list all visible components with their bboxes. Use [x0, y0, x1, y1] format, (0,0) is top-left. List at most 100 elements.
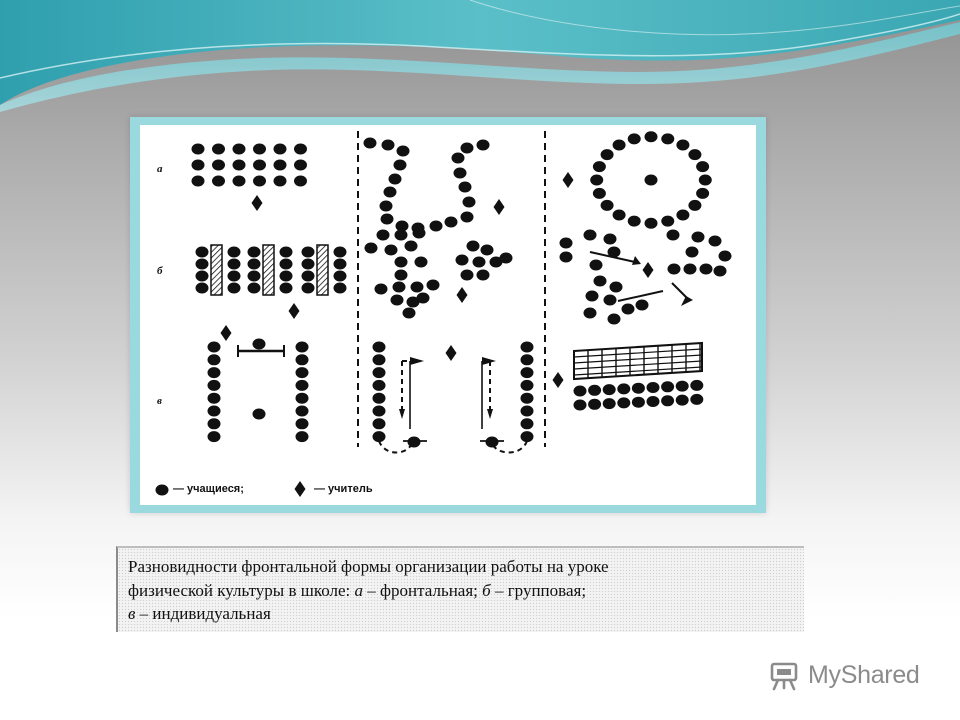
watermark-text: MyShared — [808, 660, 920, 689]
student-dot — [207, 431, 221, 443]
student-dot — [191, 143, 205, 155]
student-dot — [691, 231, 705, 243]
student-dot — [390, 294, 404, 306]
student-dot — [688, 149, 702, 161]
student-dot — [273, 159, 287, 171]
student-dot — [520, 354, 534, 366]
student-dot — [520, 379, 534, 391]
student-dot — [295, 392, 309, 404]
teacher-diamond — [251, 195, 263, 211]
student-dot — [392, 281, 406, 293]
student-dot — [690, 379, 704, 391]
student-dot — [376, 229, 390, 241]
student-dot — [600, 199, 614, 211]
arrow-head — [681, 296, 693, 306]
formations-diagram — [155, 131, 732, 497]
student-dot — [588, 398, 602, 410]
student-dot — [372, 418, 386, 430]
student-dot — [617, 397, 631, 409]
student-dot — [295, 405, 309, 417]
student-dot — [698, 174, 712, 186]
teacher-diamond — [493, 199, 505, 215]
student-dot — [414, 256, 428, 268]
student-dot — [333, 246, 347, 258]
student-dot — [372, 367, 386, 379]
student-dot — [207, 392, 221, 404]
student-dot — [460, 269, 474, 281]
student-dot — [279, 282, 293, 294]
teacher-diamond — [294, 481, 306, 497]
myshared-watermark[interactable]: MyShared — [768, 658, 920, 692]
student-dot — [363, 137, 377, 149]
student-dot — [294, 159, 307, 171]
student-dot — [301, 282, 315, 294]
student-dot — [273, 175, 287, 187]
student-dot — [294, 175, 307, 187]
student-dot — [227, 270, 241, 282]
student-dot — [476, 269, 490, 281]
teacher-diamond — [445, 345, 457, 361]
student-dot — [232, 159, 246, 171]
student-dot — [661, 381, 675, 393]
student-dot — [207, 418, 221, 430]
student-dot — [195, 270, 209, 282]
student-dot — [690, 393, 704, 405]
legend-students-label: — учащиеся; — [173, 483, 244, 495]
teacher-diamond — [552, 372, 564, 388]
student-dot — [394, 256, 408, 268]
student-dot — [607, 246, 621, 258]
arrow-head — [399, 409, 405, 419]
student-dot — [372, 379, 386, 391]
teacher-diamond — [220, 325, 232, 341]
student-dot — [696, 187, 710, 199]
student-dot — [191, 175, 205, 187]
student-dot — [247, 258, 261, 270]
student-dot — [191, 159, 205, 171]
student-dot — [713, 265, 727, 277]
student-dot — [394, 229, 408, 241]
student-dot — [603, 294, 617, 306]
wall-bar-rail — [573, 366, 703, 376]
student-dot — [279, 270, 293, 282]
student-dot — [253, 143, 266, 155]
student-dot — [460, 211, 474, 223]
student-dot — [444, 216, 458, 228]
student-dot — [247, 270, 261, 282]
student-dot — [212, 159, 225, 171]
student-dot — [333, 258, 347, 270]
student-dot — [372, 341, 386, 353]
return-path — [378, 440, 413, 454]
student-dot — [520, 418, 534, 430]
student-dot — [617, 383, 631, 395]
student-dot — [602, 384, 616, 396]
student-dot — [583, 307, 597, 319]
student-dot — [609, 281, 623, 293]
student-dot — [232, 143, 246, 155]
student-dot — [279, 246, 293, 258]
student-dot — [404, 240, 418, 252]
student-dot — [696, 161, 710, 173]
student-dot — [273, 143, 287, 155]
student-dot — [592, 161, 606, 173]
student-dot — [380, 213, 394, 225]
student-dot — [195, 258, 209, 270]
student-dot — [583, 229, 597, 241]
student-dot — [295, 379, 309, 391]
student-dot — [472, 256, 486, 268]
student-dot — [592, 187, 606, 199]
apparatus-bar — [210, 244, 223, 296]
student-dot — [675, 394, 689, 406]
student-dot — [394, 269, 408, 281]
student-dot — [573, 399, 587, 411]
student-dot — [372, 354, 386, 366]
student-dot — [426, 279, 440, 291]
student-dot — [631, 382, 645, 394]
student-dot — [195, 246, 209, 258]
student-dot — [635, 299, 649, 311]
student-dot — [559, 237, 573, 249]
apparatus-bar — [316, 244, 329, 296]
figure-panel: а б в — учащиеся; — учитель — [140, 125, 756, 505]
student-dot — [593, 275, 607, 287]
student-dot — [520, 392, 534, 404]
student-dot — [253, 175, 266, 187]
